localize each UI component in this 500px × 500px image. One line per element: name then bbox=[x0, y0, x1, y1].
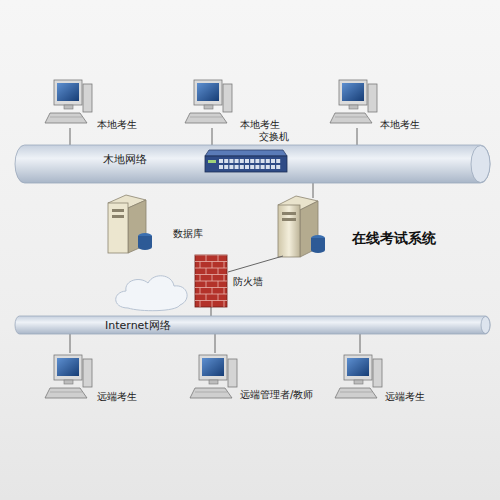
node-label: 数据库 bbox=[173, 227, 203, 241]
network-cable bbox=[70, 128, 71, 145]
pc-icon bbox=[335, 353, 385, 403]
network-band: Internet网络 bbox=[15, 316, 490, 334]
node-label: 防火墙 bbox=[233, 275, 263, 289]
node-label: 交换机 bbox=[259, 130, 289, 144]
pc-icon bbox=[45, 353, 95, 403]
diagram-title: 在线考试系统 bbox=[352, 230, 436, 248]
node-label: 本地考生 bbox=[380, 118, 420, 132]
network-cable bbox=[215, 334, 216, 353]
network-label: Internet网络 bbox=[105, 318, 171, 333]
node-label: 远端考生 bbox=[97, 390, 137, 404]
network-cable bbox=[211, 307, 212, 316]
remote-computer: 远端管理者/教师 bbox=[190, 353, 315, 403]
network-wire bbox=[228, 256, 283, 272]
server-icon bbox=[278, 196, 325, 257]
local-computer: 本地考生 bbox=[330, 78, 430, 128]
node-label: 本地考生 bbox=[97, 118, 137, 132]
local-computer: 本地考生 bbox=[185, 78, 285, 128]
network-wire bbox=[313, 183, 314, 198]
firewall: 防火墙 bbox=[195, 255, 270, 307]
database-server: 数据库 bbox=[105, 193, 205, 255]
pc-icon bbox=[185, 78, 235, 128]
network-switch: 交换机 bbox=[205, 130, 287, 176]
local-computer: 本地考生 bbox=[45, 78, 140, 128]
pc-icon bbox=[190, 353, 240, 403]
pc-icon bbox=[330, 78, 380, 128]
network-cable bbox=[357, 128, 358, 145]
node-label: 本地考生 bbox=[240, 118, 280, 132]
network-cable bbox=[70, 334, 71, 353]
network-cable bbox=[212, 128, 213, 145]
network-label: 木地网络 bbox=[103, 152, 147, 167]
remote-computer: 远端考生 bbox=[45, 353, 140, 403]
node-label: 远端管理者/教师 bbox=[240, 388, 313, 402]
pc-icon bbox=[45, 78, 95, 128]
pipe-icon bbox=[15, 316, 490, 334]
wall-icon bbox=[195, 255, 227, 307]
internet-cloud bbox=[116, 276, 187, 311]
server-icon bbox=[105, 193, 155, 255]
remote-computer: 远端考生 bbox=[335, 353, 430, 403]
node-label: 远端考生 bbox=[385, 390, 425, 404]
network-cable bbox=[360, 334, 361, 353]
